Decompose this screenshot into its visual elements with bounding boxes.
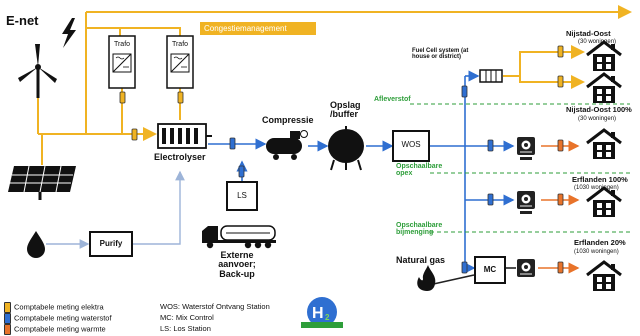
water-drop-icon: [27, 231, 45, 258]
svg-text:2: 2: [325, 313, 330, 322]
heat-lines: [538, 140, 580, 274]
legend-ls-note: LS: Los Station: [160, 324, 211, 333]
logo-brand: HYDROGREEN: [304, 328, 340, 334]
legend-heat: Comptabele meting warmte: [4, 324, 106, 335]
meter-electric-icon: [557, 75, 564, 88]
district-name: Nijstad-Oost 100%: [566, 105, 632, 114]
meter-electric-icon: [131, 128, 138, 141]
meter-heat-icon: [4, 324, 11, 335]
legend-label: Comptabele meting warmte: [14, 324, 106, 334]
mc-label: MC: [483, 265, 497, 274]
mc-box: [474, 256, 506, 284]
legend-hydrogen: Comptabele meting waterstof: [4, 313, 112, 324]
trafo-2: [166, 35, 194, 89]
compressor: [266, 130, 308, 160]
meter-electric-icon: [4, 302, 11, 313]
legend-label: Comptabele meting waterstof: [14, 313, 112, 323]
house-icon: [585, 186, 623, 219]
house-icon: [585, 72, 623, 105]
house-icon: [585, 260, 623, 293]
meter-heat-icon: [557, 261, 564, 274]
house-icon: [585, 128, 623, 161]
fuel-cell: [479, 69, 503, 83]
district-detail: (1030 woningen): [574, 249, 619, 255]
meter-hydrogen-icon: [4, 313, 11, 324]
meter-electric-icon: [119, 91, 126, 104]
meter-hydrogen-icon: [238, 165, 245, 178]
legend-label: Comptabele meting elektra: [14, 302, 104, 312]
trafo-label: Trafo: [171, 41, 189, 48]
meter-heat-icon: [557, 139, 564, 152]
meter-heat-icon: [557, 193, 564, 206]
meter-hydrogen-icon: [461, 261, 468, 274]
meter-hydrogen-icon: [487, 193, 494, 206]
district-detail: (30 woningen): [578, 116, 617, 122]
trafo-1: [108, 35, 136, 89]
zone-label: Afleverstof: [374, 96, 411, 103]
ls-label: LS: [237, 191, 247, 200]
meter-electric-icon: [177, 91, 184, 104]
wos-label: WOS: [401, 140, 421, 149]
wos-box: [392, 130, 430, 162]
external-lines: [46, 170, 185, 249]
electrolyser: [157, 123, 212, 149]
meter-hydrogen-icon: [461, 85, 468, 98]
natural-gas-label: Natural gas: [396, 255, 446, 265]
legend-electric: Comptabele meting elektra: [4, 302, 104, 313]
fuel-cell-label: Fuel Cell system (at house or district): [412, 48, 469, 61]
hydrogreen-logo: H 2: [301, 297, 343, 328]
flame-icon: [417, 265, 436, 291]
district-detail: (30 woningen): [578, 39, 617, 45]
lightning-icon: [62, 18, 76, 48]
district-detail: (1030 woningen): [574, 185, 619, 191]
svg-text:H: H: [312, 305, 324, 322]
grid-label: E-net: [6, 13, 39, 28]
district-name: Erflanden 20%: [574, 238, 626, 247]
house-icon: [585, 40, 623, 73]
grid-line: [37, 5, 632, 165]
zone-label: Opschaalbare bijmenging: [396, 222, 443, 237]
mc-output-line: [428, 267, 516, 286]
meter-hydrogen-icon: [229, 137, 236, 150]
compression-label: Compressie: [262, 115, 314, 125]
wind-turbine-icon: [18, 44, 57, 98]
district-name: Erflanden 100%: [572, 175, 628, 184]
ls-box: [226, 181, 258, 211]
external-supply-label: Externe aanvoer; Back-up: [218, 250, 256, 279]
storage-label: Opslag /buffer: [330, 100, 361, 120]
solar-panel-icon: [8, 165, 76, 200]
truck-icon: [202, 225, 276, 249]
legend-wos-note: WOS: Waterstof Ontvang Station: [160, 302, 270, 311]
zone-label: Opschaalbare opex: [396, 163, 443, 178]
boiler-icon: [517, 191, 535, 209]
boiler-icon: [517, 259, 535, 277]
congestion-banner: Congestiemanagement: [200, 22, 316, 35]
purify-label: Purify: [99, 239, 123, 248]
fuel-cell-electric-lines: [503, 45, 585, 89]
storage-tank: [328, 126, 364, 171]
meter-electric-icon: [557, 45, 564, 58]
electrolyser-label: Electrolyser: [154, 152, 206, 162]
legend-mc-note: MC: Mix Control: [160, 313, 214, 322]
zone-lines: [410, 103, 630, 233]
boiler-icon: [517, 137, 535, 155]
meter-hydrogen-icon: [487, 139, 494, 152]
purify-box: [89, 231, 133, 257]
trafo-label: Trafo: [113, 41, 131, 48]
district-name: Nijstad-Oost: [566, 29, 611, 38]
